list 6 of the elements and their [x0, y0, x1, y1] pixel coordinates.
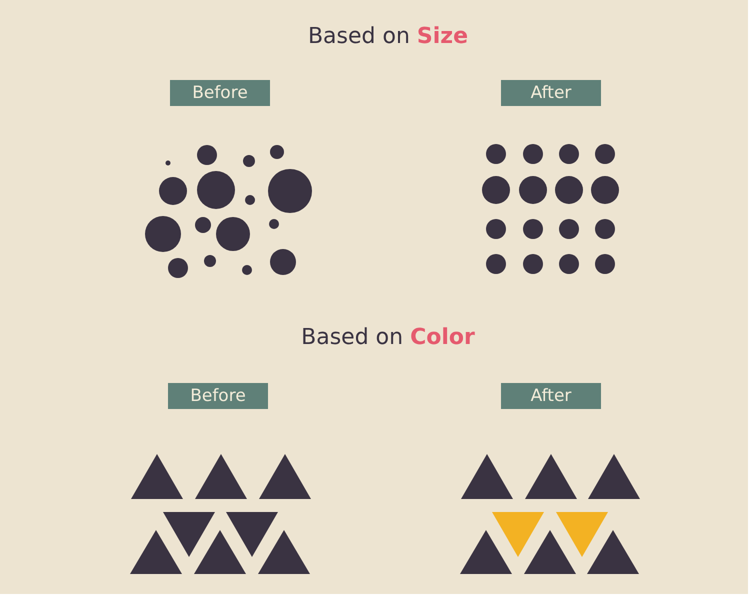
section-heading: Based on Size	[308, 24, 468, 49]
label-tag: After	[501, 383, 601, 409]
section-heading: Based on Color	[301, 325, 475, 350]
label-tag: Before	[168, 383, 268, 409]
label-tag: Before	[170, 80, 270, 106]
label-tag: After	[501, 80, 601, 106]
